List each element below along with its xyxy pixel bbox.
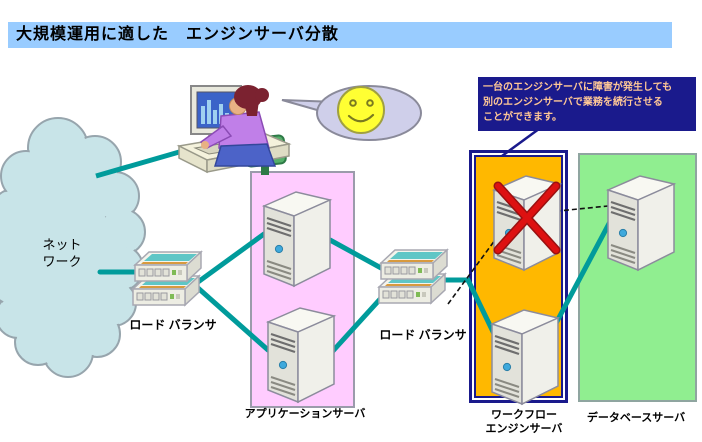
smiley-speech-bubble-icon — [281, 85, 422, 141]
callout-line-1: 一台のエンジンサーバに障害が発生しても — [483, 82, 673, 93]
application-server-label: アプリケーションサーバ — [244, 408, 366, 420]
callout-line-3: ことができます。 — [483, 112, 562, 123]
workflow-engine-label: ワークフロー エンジンサーバ — [485, 409, 563, 435]
application-server-zone — [250, 171, 355, 408]
connector-cloud-to-user — [95, 143, 201, 179]
failover-callout: 一台のエンジンサーバに障害が発生しても 別のエンジンサーバで業務を続行させる こ… — [478, 77, 696, 131]
database-server-label: データベースサーバ — [586, 412, 686, 424]
load-balancer-stack-icon — [378, 249, 448, 304]
load-balancer-1-label: ロード バランサ — [129, 318, 217, 332]
load-balancer-stack-icon — [132, 251, 202, 306]
workflow-engine-zone — [469, 150, 568, 403]
network-label: ネット ワーク — [42, 237, 82, 269]
callout-line-2: 別のエンジンサーバで業務を続行させる — [483, 97, 663, 108]
person-at-computer-icon — [176, 85, 292, 175]
page-title: 大規模運用に適した エンジンサーバ分散 — [8, 22, 672, 48]
database-server-zone — [578, 153, 697, 402]
load-balancer-2-label: ロード バランサ — [379, 328, 467, 342]
